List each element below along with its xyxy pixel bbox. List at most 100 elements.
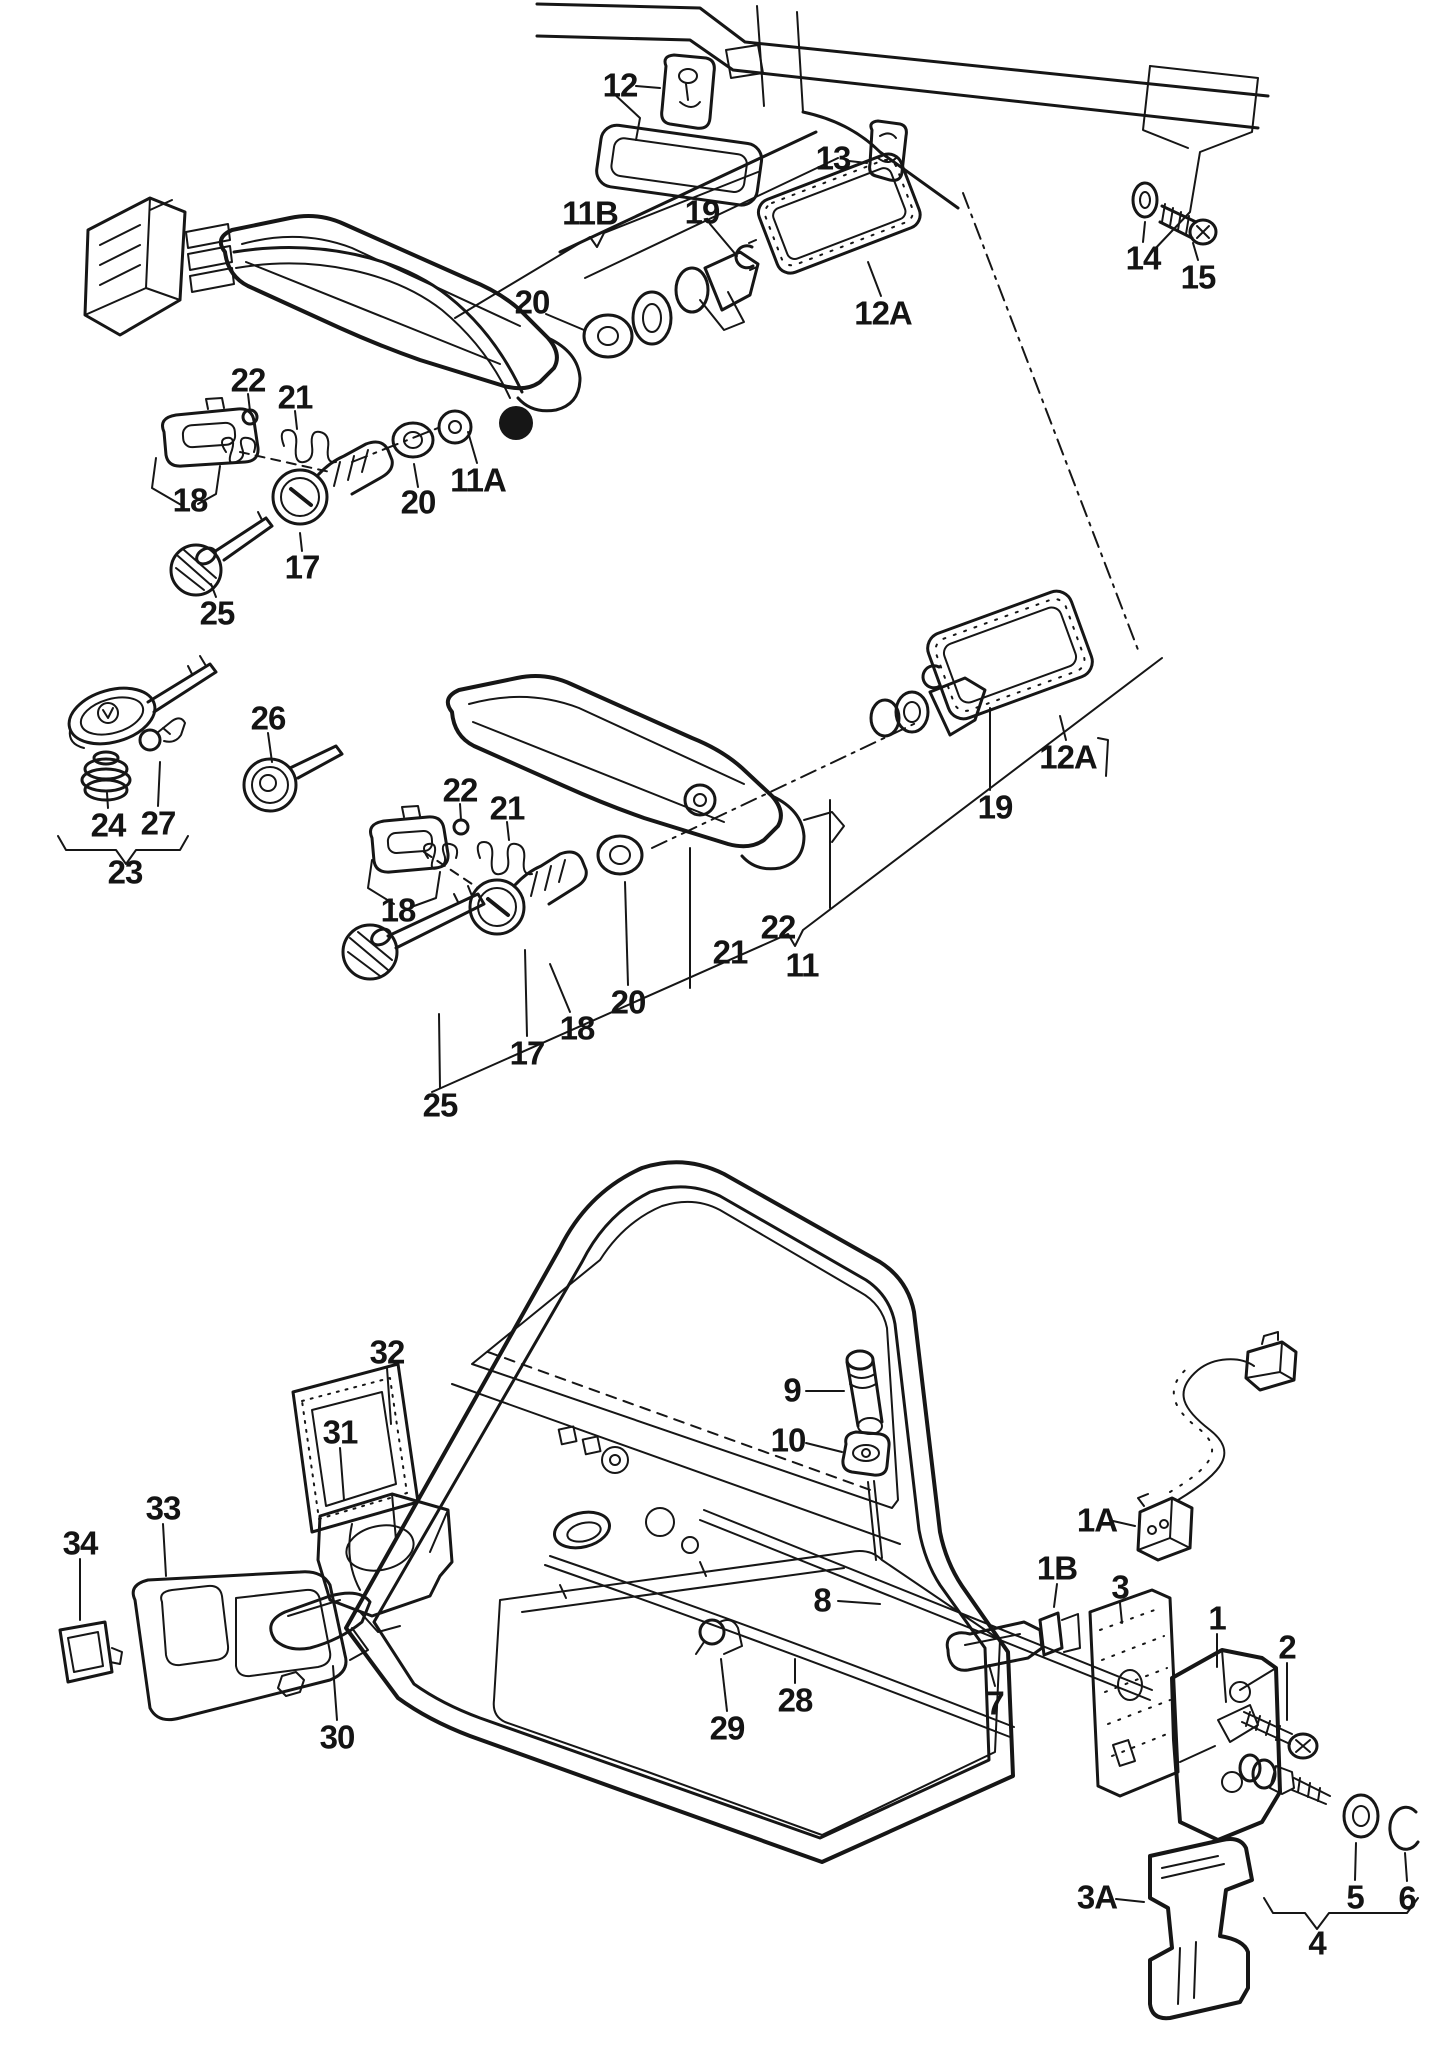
part-label-8: 8 bbox=[813, 1581, 831, 1619]
leader-line bbox=[438, 1013, 441, 1089]
master-key-drawing bbox=[67, 655, 218, 749]
group-bracket-11b bbox=[151, 171, 759, 507]
plate-18b-drawing bbox=[369, 805, 450, 874]
lock-rod-8-drawing bbox=[699, 1509, 1153, 1701]
cap-34-drawing bbox=[58, 1620, 123, 1684]
wire-connector-drawing bbox=[83, 196, 235, 337]
leader-line bbox=[837, 1600, 881, 1605]
part-label-9: 9 bbox=[783, 1371, 801, 1409]
clip-12-drawing bbox=[660, 53, 716, 130]
part-label-11A: 11A bbox=[450, 461, 507, 499]
part-label-17-a: 17 bbox=[284, 548, 321, 586]
part-label-13: 13 bbox=[815, 139, 852, 177]
part-label-7: 7 bbox=[986, 1684, 1004, 1722]
screw-2-drawing bbox=[1241, 1711, 1319, 1760]
leader-line bbox=[867, 261, 882, 297]
screw-15-drawing bbox=[1158, 203, 1218, 246]
part-label-18-c: 18 bbox=[559, 1009, 596, 1047]
gasket-12a-top-drawing bbox=[756, 152, 922, 275]
lock-cylinder-17a-drawing bbox=[271, 440, 394, 526]
leader-line bbox=[709, 223, 738, 257]
part-label-1: 1 bbox=[1208, 1599, 1226, 1637]
leader-line bbox=[805, 1442, 843, 1453]
part-label-1A: 1A bbox=[1076, 1501, 1118, 1539]
part-label-21-b: 21 bbox=[489, 789, 526, 827]
leader-lines-layer bbox=[79, 85, 1408, 1903]
part-label-17-b: 17 bbox=[509, 1034, 546, 1072]
leader-line bbox=[332, 1665, 338, 1721]
clip-13-drawing bbox=[868, 119, 908, 182]
part-label-10: 10 bbox=[770, 1421, 807, 1459]
part-label-3A: 3A bbox=[1076, 1878, 1118, 1916]
spring-small-a-drawing bbox=[221, 436, 257, 464]
key-25b-drawing bbox=[341, 885, 486, 981]
gasket-12a-bottom-drawing bbox=[926, 589, 1094, 721]
leader-line bbox=[1404, 1852, 1408, 1882]
part-label-11B: 11B bbox=[562, 194, 619, 232]
knob-grommet-10-drawing bbox=[841, 1430, 891, 1561]
leader-line bbox=[386, 1367, 392, 1425]
leader-line bbox=[1115, 1898, 1145, 1903]
handle-wire-drawing bbox=[232, 246, 524, 399]
lock-rod-28-drawing bbox=[544, 1555, 1015, 1738]
part-label-24: 24 bbox=[90, 806, 127, 844]
sleeve-20b-drawing bbox=[596, 834, 644, 876]
door-body-drawing bbox=[344, 1160, 1015, 1864]
part-label-26: 26 bbox=[250, 699, 287, 737]
group-bracket-11 bbox=[367, 657, 1163, 1093]
inner-handle-housing-31-drawing bbox=[316, 1492, 454, 1633]
leader-line bbox=[1142, 221, 1146, 243]
leader-line bbox=[1112, 1520, 1136, 1527]
rear-door-handle-drawing bbox=[445, 674, 845, 871]
part-label-27: 27 bbox=[140, 804, 177, 842]
key-25a-drawing bbox=[169, 511, 274, 597]
leader-line bbox=[339, 1447, 345, 1501]
leader-line bbox=[459, 803, 462, 821]
handle-cam-parts-bottom-drawing bbox=[869, 664, 987, 738]
part-label-20-top: 20 bbox=[514, 283, 551, 321]
reference-lines bbox=[239, 192, 1141, 889]
bracket-1b-drawing bbox=[1038, 1611, 1081, 1657]
part-label-18-a: 18 bbox=[172, 481, 209, 519]
front-door-handle-drawing bbox=[218, 214, 582, 445]
lock-cover-3a-drawing bbox=[1148, 1837, 1254, 2021]
part-label-19-b: 19 bbox=[977, 788, 1014, 826]
leader-line bbox=[413, 463, 419, 488]
part-label-25-a: 25 bbox=[199, 594, 236, 632]
lock-cylinder-17b-drawing bbox=[468, 850, 588, 936]
lock-knob-9-drawing bbox=[845, 1349, 884, 1435]
part-label-12A-top: 12A bbox=[854, 294, 913, 332]
part-label-28: 28 bbox=[777, 1681, 814, 1719]
leader-line bbox=[247, 393, 251, 412]
bracket-18b bbox=[367, 859, 441, 907]
leader-line bbox=[106, 792, 109, 809]
plate-18a-drawing bbox=[161, 397, 260, 468]
leader-line bbox=[1053, 1583, 1058, 1608]
part-label-22-b: 22 bbox=[442, 771, 479, 809]
leader-line bbox=[467, 431, 478, 464]
part-label-19-top: 19 bbox=[684, 193, 721, 231]
spring-21b-drawing bbox=[476, 841, 533, 876]
part-label-21-a: 21 bbox=[277, 378, 314, 416]
leader-line bbox=[157, 761, 161, 807]
part-label-12A-b: 12A bbox=[1039, 738, 1098, 776]
part-label-23: 23 bbox=[107, 853, 144, 891]
part-label-18-b: 18 bbox=[380, 891, 417, 929]
rod-clip-29-drawing bbox=[695, 1618, 743, 1655]
part-label-29: 29 bbox=[709, 1709, 746, 1747]
part-label-30: 30 bbox=[319, 1718, 356, 1756]
spring-21a-drawing bbox=[280, 429, 337, 464]
leader-line bbox=[624, 881, 629, 986]
part-label-15: 15 bbox=[1180, 258, 1217, 296]
part-label-25-b: 25 bbox=[422, 1086, 459, 1124]
stud-bolt-drawing bbox=[1238, 1753, 1331, 1805]
rod-clip-7-drawing bbox=[945, 1620, 1044, 1672]
leader-line bbox=[524, 949, 528, 1037]
inner-pull-handle-30-drawing bbox=[269, 1591, 372, 1661]
part-label-22-a: 22 bbox=[230, 361, 267, 399]
part-label-6: 6 bbox=[1398, 1879, 1416, 1917]
leader-line bbox=[848, 160, 868, 164]
part-label-1B: 1B bbox=[1036, 1549, 1078, 1587]
leader-line bbox=[549, 963, 571, 1013]
